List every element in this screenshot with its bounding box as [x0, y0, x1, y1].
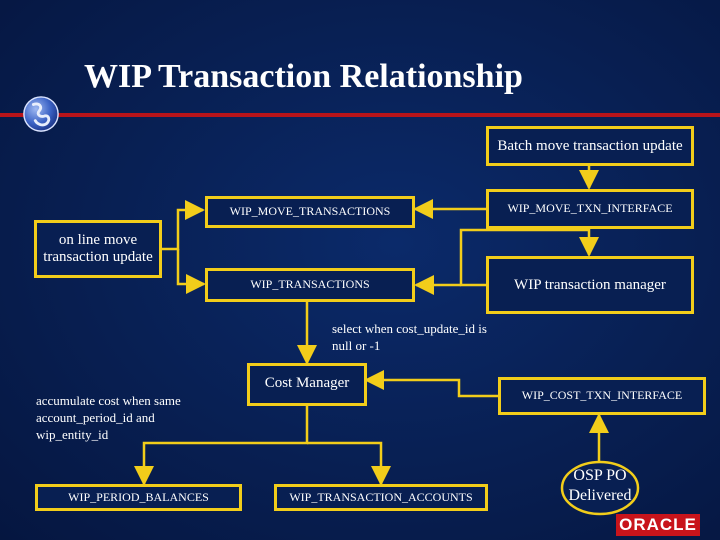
wip-move-transactions-node: WIP_MOVE_TRANSACTIONS — [205, 196, 415, 228]
wip-period-balances-node: WIP_PERIOD_BALANCES — [35, 484, 242, 511]
wip-transaction-manager-node: WIP transaction manager — [486, 256, 694, 314]
select-condition-annotation: select when cost_update_id is null or -1 — [332, 321, 487, 353]
arrow-cost-manager-to-transaction-accounts — [307, 441, 391, 486]
osp-po-delivered-label: OSP PO Delivered — [568, 467, 632, 504]
arrow-online-to-move-transactions — [162, 200, 205, 251]
globe-icon — [23, 96, 59, 132]
accumulate-cost-annotation: accumulate cost when same account_period… — [36, 393, 181, 442]
batch-move-label: Batch move transaction update — [497, 137, 683, 154]
osp-po-delivered-node — [560, 460, 640, 516]
wip-move-txn-interface-label: WIP_MOVE_TXN_INTERFACE — [507, 201, 673, 216]
online-move-node: on line move transaction update — [34, 220, 162, 278]
cost-manager-label: Cost Manager — [264, 375, 350, 391]
slide-title: WIP Transaction Relationship — [84, 58, 523, 95]
wip-transactions-node: WIP_TRANSACTIONS — [205, 268, 415, 302]
arrow-online-to-transactions — [176, 249, 206, 294]
online-move-label: on line move transaction update — [43, 232, 153, 265]
wip-move-transactions-label: WIP_MOVE_TRANSACTIONS — [229, 204, 391, 219]
arrow-manager-to-transactions — [459, 228, 599, 287]
wip-transaction-accounts-node: WIP_TRANSACTION_ACCOUNTS — [274, 484, 488, 511]
wip-move-txn-interface-node: WIP_MOVE_TXN_INTERFACE — [486, 189, 694, 229]
wip-transaction-accounts-label: WIP_TRANSACTION_ACCOUNTS — [289, 489, 473, 504]
cost-manager-node: Cost Manager — [247, 363, 367, 406]
wip-transaction-manager-label: WIP transaction manager — [514, 276, 666, 293]
wip-cost-txn-interface-label: WIP_COST_TXN_INTERFACE — [521, 388, 683, 403]
title-divider — [0, 113, 720, 117]
wip-transactions-label: WIP_TRANSACTIONS — [250, 277, 370, 292]
arrow-cost-interface-to-cost-manager — [364, 370, 498, 398]
wip-cost-txn-interface-node: WIP_COST_TXN_INTERFACE — [498, 377, 706, 415]
arrow-cost-manager-to-period-balances — [134, 405, 309, 486]
oracle-logo: ORACLE — [616, 514, 700, 536]
wip-period-balances-label: WIP_PERIOD_BALANCES — [68, 489, 209, 504]
batch-move-node: Batch move transaction update — [486, 126, 694, 166]
